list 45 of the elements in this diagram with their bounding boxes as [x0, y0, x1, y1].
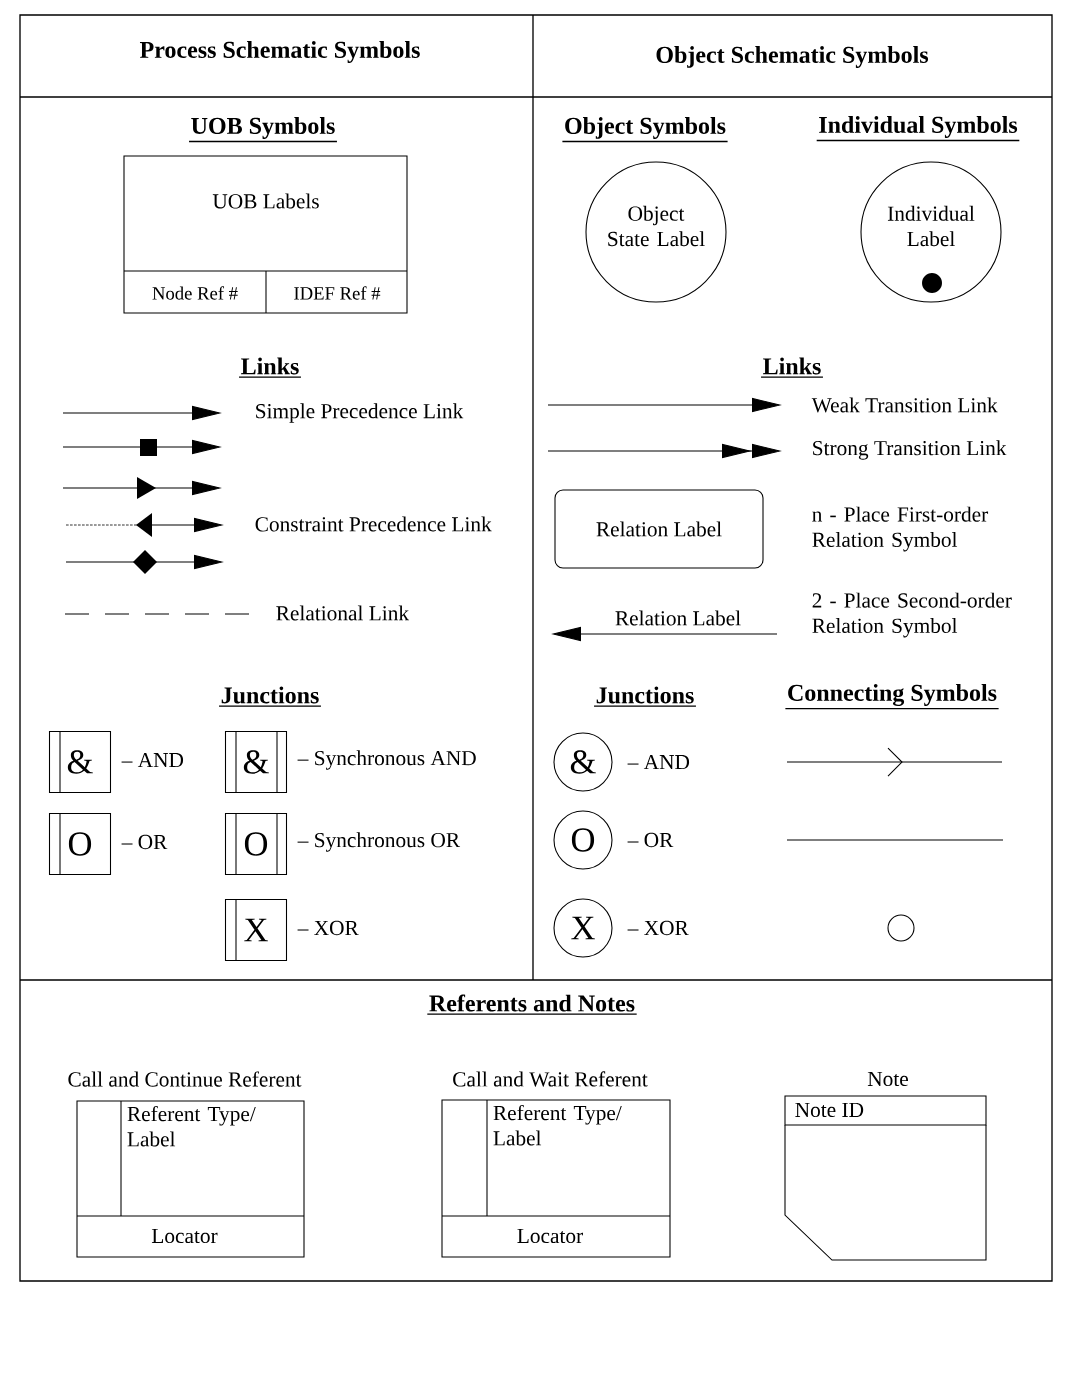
connector-circle — [887, 914, 915, 942]
node-label: Referent Type/ Label — [493, 1104, 622, 1146]
column-title: Process Schematic Symbols — [140, 41, 420, 63]
junction-label: – XOR — [627, 920, 689, 936]
symbol-label: Weak Transition Link — [811, 397, 998, 413]
junction-box: O — [48, 812, 112, 876]
junction-box: & — [48, 730, 112, 794]
junction-label: – OR — [627, 832, 674, 848]
box-heading: Note — [867, 1071, 908, 1087]
section-heading: Referents and Notes — [426, 994, 638, 1015]
symbol-label: Relational Link — [276, 605, 410, 621]
junction-label: – AND — [121, 752, 184, 768]
column-title: Object Schematic Symbols — [656, 46, 929, 68]
junction-box: X — [224, 898, 288, 962]
symbol-label: Strong Transition Link — [813, 440, 1007, 460]
junction-label: – OR — [121, 834, 168, 850]
section-heading: Connecting Symbols — [784, 684, 1000, 710]
section-heading: Junctions — [593, 686, 697, 707]
relation-box: Relation Label — [554, 489, 764, 569]
node-label: Referent Type/ Label — [127, 1105, 256, 1147]
symbol-label: n - Place First-order Relation Symbol — [812, 506, 989, 552]
symbol-label: Simple Precedence Link — [256, 403, 464, 423]
symbol-label: Constraint Precedence Link — [255, 516, 492, 532]
referent-box: Referent Type/ Label Locator — [76, 1100, 305, 1258]
symbol-label: 2 - Place Second-order Relation Symbol — [812, 592, 1012, 638]
junction-box: & — [224, 730, 288, 794]
section-heading: Individual Symbols — [816, 116, 1020, 142]
section-heading: UOB Symbols — [188, 117, 338, 143]
junction-label: – Synchronous AND — [297, 750, 476, 770]
uob-box: UOB Labels Node Ref # IDEF Ref # — [123, 155, 408, 314]
node-label: Locator — [151, 1228, 218, 1244]
note-box: Note ID — [784, 1095, 987, 1261]
box-heading: Call and Wait Referent — [453, 1071, 648, 1087]
junction-box: O — [224, 812, 288, 876]
referent-box: Referent Type/ Label Locator — [441, 1099, 671, 1258]
box-heading: Call and Continue Referent — [68, 1071, 302, 1087]
section-heading: Junctions — [218, 686, 322, 707]
junction-label: – XOR — [297, 920, 359, 936]
node-label: Locator — [517, 1228, 583, 1244]
line-label: Relation Label — [615, 610, 741, 626]
junction-label: – Synchronous OR — [297, 832, 461, 852]
section-heading: Links — [238, 357, 302, 378]
section-heading: Object Symbols — [561, 117, 729, 143]
section-heading: Links — [760, 357, 824, 378]
junction-label: – AND — [627, 754, 690, 770]
